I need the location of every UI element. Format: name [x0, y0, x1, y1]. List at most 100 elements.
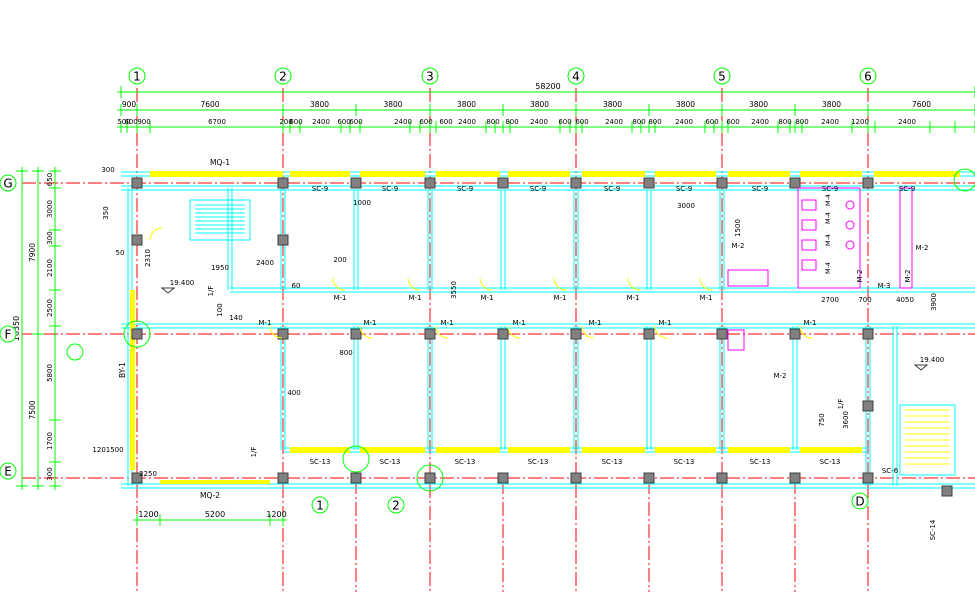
toilet-fixture — [727, 269, 769, 287]
column — [716, 472, 728, 484]
grid-bubble-left-label: F — [5, 328, 12, 342]
level-mark: 19.400 — [170, 279, 195, 287]
dimension-label: 2400 — [312, 118, 330, 126]
window-label-sc9: SC-9 — [752, 185, 768, 193]
dimension-label: 800 — [632, 118, 645, 126]
toilet-fixture — [801, 259, 817, 271]
door-label-m1: M-1 — [363, 319, 376, 327]
column — [862, 328, 874, 340]
column — [716, 177, 728, 189]
dimension-label: 3600 — [842, 411, 850, 429]
door-label-m2: M-2 — [773, 372, 786, 380]
level-triangle — [913, 364, 929, 371]
window-strip-top — [508, 171, 570, 177]
grid-bubble-top — [713, 67, 731, 85]
door-label-m4: M-4 — [824, 194, 832, 206]
door-swing — [654, 325, 668, 339]
section-mark: 1/F — [207, 286, 215, 297]
door-label-m1: M-1 — [440, 319, 453, 327]
dimension-label: 200 — [279, 118, 292, 126]
section-mark: 1/F — [250, 447, 258, 458]
window-label-sc13: SC-13 — [528, 458, 549, 466]
level-triangle — [160, 287, 176, 294]
window-label-sc9: SC-9 — [382, 185, 398, 193]
dimension-label: 3900 — [930, 293, 938, 311]
window-label-sc13: SC-13 — [455, 458, 476, 466]
grid-bubble-top — [567, 67, 585, 85]
dimension-label: 350 — [102, 206, 110, 219]
dimension-label: 3800 — [676, 100, 695, 109]
dimension-label: 3800 — [603, 100, 622, 109]
grid-bubble-sub-label: 2 — [392, 499, 400, 513]
dimension-label: 800 — [778, 118, 791, 126]
dimension-label: 2400 — [898, 118, 916, 126]
window-strip-top — [800, 171, 862, 177]
window-label-sc9: SC-9 — [822, 185, 838, 193]
detail-circle — [416, 464, 444, 492]
dimension-label: 1000 — [353, 199, 371, 207]
dimension-label: 3800 — [749, 100, 768, 109]
stair-outline — [189, 199, 251, 241]
column — [131, 177, 143, 189]
dimension-label: 2400 — [256, 259, 274, 267]
dimension-label: 2700 — [821, 296, 839, 304]
fixtures — [149, 187, 913, 351]
dimension-label: 3550 — [450, 281, 458, 299]
column — [716, 328, 728, 340]
window-label-sc13: SC-13 — [602, 458, 623, 466]
dimension-label: 3800 — [530, 100, 549, 109]
window-strip-top — [655, 171, 716, 177]
door-swing — [627, 277, 641, 291]
column — [350, 177, 362, 189]
dimension-label: 600 — [726, 118, 739, 126]
door-swing — [332, 277, 346, 291]
window-label-sc6: SC-6 — [882, 467, 899, 475]
grid-bubble-left — [0, 462, 17, 480]
door-swing — [479, 277, 493, 291]
column — [862, 177, 874, 189]
column — [862, 472, 874, 484]
column — [131, 328, 143, 340]
dimension-label: 800 — [648, 118, 661, 126]
dimension-label: 600 — [124, 118, 137, 126]
grid-bubble-top-label: 4 — [572, 70, 580, 84]
dimension-label: 900 — [137, 118, 150, 126]
door-swing — [359, 325, 373, 339]
toilet-partition — [797, 187, 861, 289]
grid-bubble-top — [421, 67, 439, 85]
column — [350, 328, 362, 340]
column — [131, 234, 143, 246]
dimension-label: 7900 — [28, 243, 37, 262]
grid-bubble-sub — [387, 496, 405, 514]
door-swing — [553, 277, 567, 291]
door-label-m2: M-2 — [904, 269, 912, 282]
dimension-label: 2400 — [458, 118, 476, 126]
window-label-sc13: SC-13 — [674, 458, 695, 466]
dimension-label: 16350 — [12, 316, 21, 341]
grid-bubble-top-label: 1 — [133, 70, 141, 84]
dimension-label: 2400 — [751, 118, 769, 126]
column — [570, 328, 582, 340]
door-swing — [799, 325, 813, 339]
door-label-m1: M-1 — [803, 319, 816, 327]
detail-circle — [953, 168, 975, 192]
dimension-label: 300 — [46, 231, 54, 244]
window-label-sc13: SC-13 — [310, 458, 331, 466]
window-strip-bottom — [360, 447, 425, 453]
sink-fixture — [845, 220, 855, 230]
toilet-partition — [899, 187, 913, 289]
door-swing — [407, 277, 421, 291]
dimension-label: 1950 — [211, 264, 229, 272]
column — [497, 472, 509, 484]
window-strip-top — [360, 171, 425, 177]
column — [789, 472, 801, 484]
door-label-m2: M-2 — [856, 269, 864, 282]
door-label-m2: M-2 — [731, 242, 744, 250]
column — [131, 472, 143, 484]
dimension-label: 1500 — [734, 219, 742, 237]
door-label-m1: M-1 — [699, 294, 712, 302]
sink-fixture — [845, 200, 855, 210]
section-mark: 1/F — [837, 399, 845, 410]
curtain-wall-strip — [130, 290, 135, 470]
